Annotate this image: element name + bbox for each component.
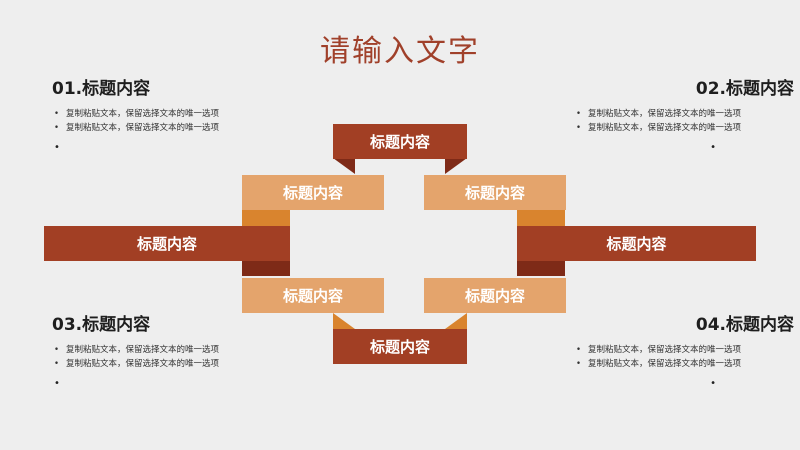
section-1-heading: 01.标题内容 <box>52 79 151 99</box>
section-3: 03.标题内容 复制粘贴文本，保留选择文本的唯一选项 复制粘贴文本，保留选择文本… <box>52 310 272 389</box>
diagram-box-lower-right: 标题内容 <box>424 278 566 313</box>
section-1-dot: • <box>54 142 60 153</box>
section-2: 02.标题内容 复制粘贴文本，保留选择文本的唯一选项 复制粘贴文本，保留选择文本… <box>574 74 794 153</box>
fold-panel <box>517 210 565 226</box>
diagram-box-top: 标题内容 <box>333 124 467 159</box>
section-2-dot: • <box>710 142 716 153</box>
diagram-box-upper-left: 标题内容 <box>242 175 384 210</box>
page-title: 请输入文字 <box>320 34 480 69</box>
section-4-heading: 04.标题内容 <box>695 315 794 335</box>
section-2-line-1: 复制粘贴文本，保留选择文本的唯一选项 <box>574 107 794 121</box>
diagram-box-right: 标题内容 <box>517 226 756 261</box>
section-3-line-2: 复制粘贴文本，保留选择文本的唯一选项 <box>52 357 272 371</box>
section-1: 01.标题内容 复制粘贴文本，保留选择文本的唯一选项 复制粘贴文本，保留选择文本… <box>52 74 272 153</box>
fold-shadow <box>242 261 290 276</box>
section-4-line-2: 复制粘贴文本，保留选择文本的唯一选项 <box>574 357 794 371</box>
section-3-line-1: 复制粘贴文本，保留选择文本的唯一选项 <box>52 343 272 357</box>
section-3-heading: 03.标题内容 <box>52 315 151 335</box>
diagram-box-bottom: 标题内容 <box>333 329 467 364</box>
fold-shadow <box>445 158 467 174</box>
section-4-dot: • <box>710 378 716 389</box>
section-1-line-2: 复制粘贴文本，保留选择文本的唯一选项 <box>52 121 272 135</box>
section-3-dot: • <box>54 378 60 389</box>
fold-panel <box>445 313 467 329</box>
section-2-line-2: 复制粘贴文本，保留选择文本的唯一选项 <box>574 121 794 135</box>
fold-panel <box>333 313 355 329</box>
section-4-line-1: 复制粘贴文本，保留选择文本的唯一选项 <box>574 343 794 357</box>
section-2-heading: 02.标题内容 <box>695 79 794 99</box>
fold-panel <box>242 210 290 226</box>
fold-shadow <box>333 158 355 174</box>
diagram-box-left: 标题内容 <box>44 226 290 261</box>
section-1-line-1: 复制粘贴文本，保留选择文本的唯一选项 <box>52 107 272 121</box>
fold-shadow <box>517 261 565 276</box>
diagram-box-lower-left: 标题内容 <box>242 278 384 313</box>
section-4: 04.标题内容 复制粘贴文本，保留选择文本的唯一选项 复制粘贴文本，保留选择文本… <box>574 310 794 389</box>
diagram-box-upper-right: 标题内容 <box>424 175 566 210</box>
